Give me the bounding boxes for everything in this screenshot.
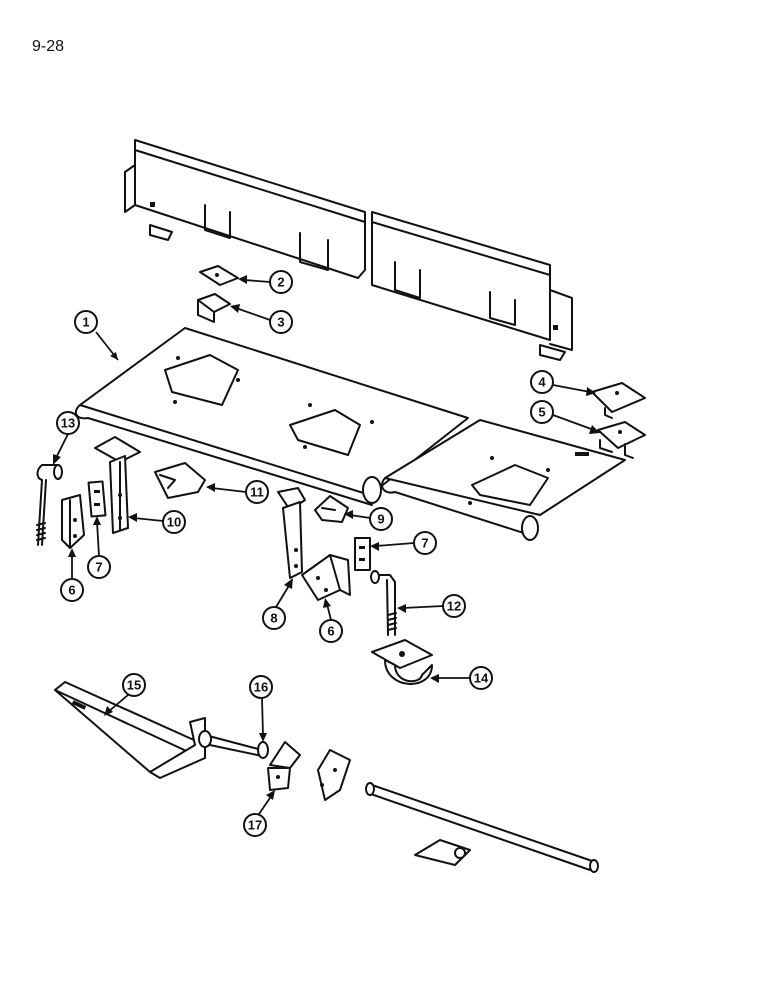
svg-text:2: 2 bbox=[277, 275, 284, 290]
callout-12: 12 bbox=[397, 594, 466, 618]
part-8-arm bbox=[277, 487, 306, 579]
part-6-plate-left bbox=[61, 494, 85, 549]
svg-text:17: 17 bbox=[248, 818, 262, 833]
callout-14: 14 bbox=[430, 666, 493, 690]
rear-shield-left bbox=[124, 139, 366, 279]
part-1-floor-panel-right bbox=[381, 419, 626, 541]
svg-text:7: 7 bbox=[95, 560, 102, 575]
part-17-bracket-mate bbox=[317, 749, 351, 801]
part-10-bracket bbox=[94, 436, 141, 534]
svg-text:16: 16 bbox=[254, 680, 268, 695]
part-5-hinge bbox=[597, 421, 646, 459]
part-7-plate-right bbox=[354, 537, 371, 571]
part-16-washer bbox=[257, 741, 269, 759]
svg-text:13: 13 bbox=[61, 416, 75, 431]
callout-6-right: 6 bbox=[319, 598, 343, 643]
svg-text:10: 10 bbox=[167, 515, 181, 530]
rear-shield-right bbox=[371, 211, 573, 361]
svg-text:6: 6 bbox=[327, 624, 334, 639]
callout-5: 5 bbox=[530, 400, 600, 434]
part-13-l-bolt bbox=[36, 464, 63, 546]
callout-17: 17 bbox=[243, 790, 275, 837]
callout-13: 13 bbox=[53, 411, 80, 465]
part-9-clamp bbox=[314, 495, 349, 523]
svg-text:4: 4 bbox=[538, 375, 546, 390]
callout-16: 16 bbox=[249, 675, 273, 742]
svg-text:12: 12 bbox=[447, 599, 461, 614]
callout-6-left: 6 bbox=[60, 548, 84, 602]
callout-9: 9 bbox=[344, 507, 393, 531]
svg-text:7: 7 bbox=[421, 536, 428, 551]
svg-text:9: 9 bbox=[377, 512, 384, 527]
svg-text:1: 1 bbox=[82, 315, 89, 330]
callout-2: 2 bbox=[238, 270, 293, 294]
part-11-plate bbox=[154, 462, 206, 499]
callout-4: 4 bbox=[530, 370, 596, 396]
part-15-pedal-arm bbox=[54, 681, 266, 779]
callout-11: 11 bbox=[206, 480, 269, 504]
callout-15: 15 bbox=[104, 673, 146, 716]
long-rod bbox=[365, 782, 599, 873]
part-2-plate bbox=[199, 265, 239, 286]
svg-text:8: 8 bbox=[270, 611, 277, 626]
page-number: 9-28 bbox=[32, 38, 65, 55]
svg-text:14: 14 bbox=[474, 671, 489, 686]
svg-text:15: 15 bbox=[127, 678, 141, 693]
callout-7-right: 7 bbox=[370, 531, 437, 555]
svg-text:5: 5 bbox=[538, 405, 545, 420]
callout-3: 3 bbox=[230, 304, 293, 334]
part-7-plate-left bbox=[87, 480, 107, 518]
part-3-clip bbox=[197, 293, 231, 323]
part-4-hinge bbox=[591, 382, 646, 419]
svg-text:11: 11 bbox=[250, 485, 264, 500]
part-14-strap bbox=[371, 639, 433, 685]
svg-text:3: 3 bbox=[277, 315, 284, 330]
callout-8: 8 bbox=[262, 578, 293, 630]
svg-text:6: 6 bbox=[68, 583, 75, 598]
part-6-plate-right bbox=[301, 554, 351, 601]
callout-1: 1 bbox=[74, 310, 119, 361]
part-12-l-bolt bbox=[370, 570, 397, 636]
part-17-bracket bbox=[267, 741, 301, 791]
callout-7-left: 7 bbox=[87, 516, 111, 579]
callout-10: 10 bbox=[128, 510, 186, 534]
pillow-block-bracket bbox=[414, 839, 471, 866]
